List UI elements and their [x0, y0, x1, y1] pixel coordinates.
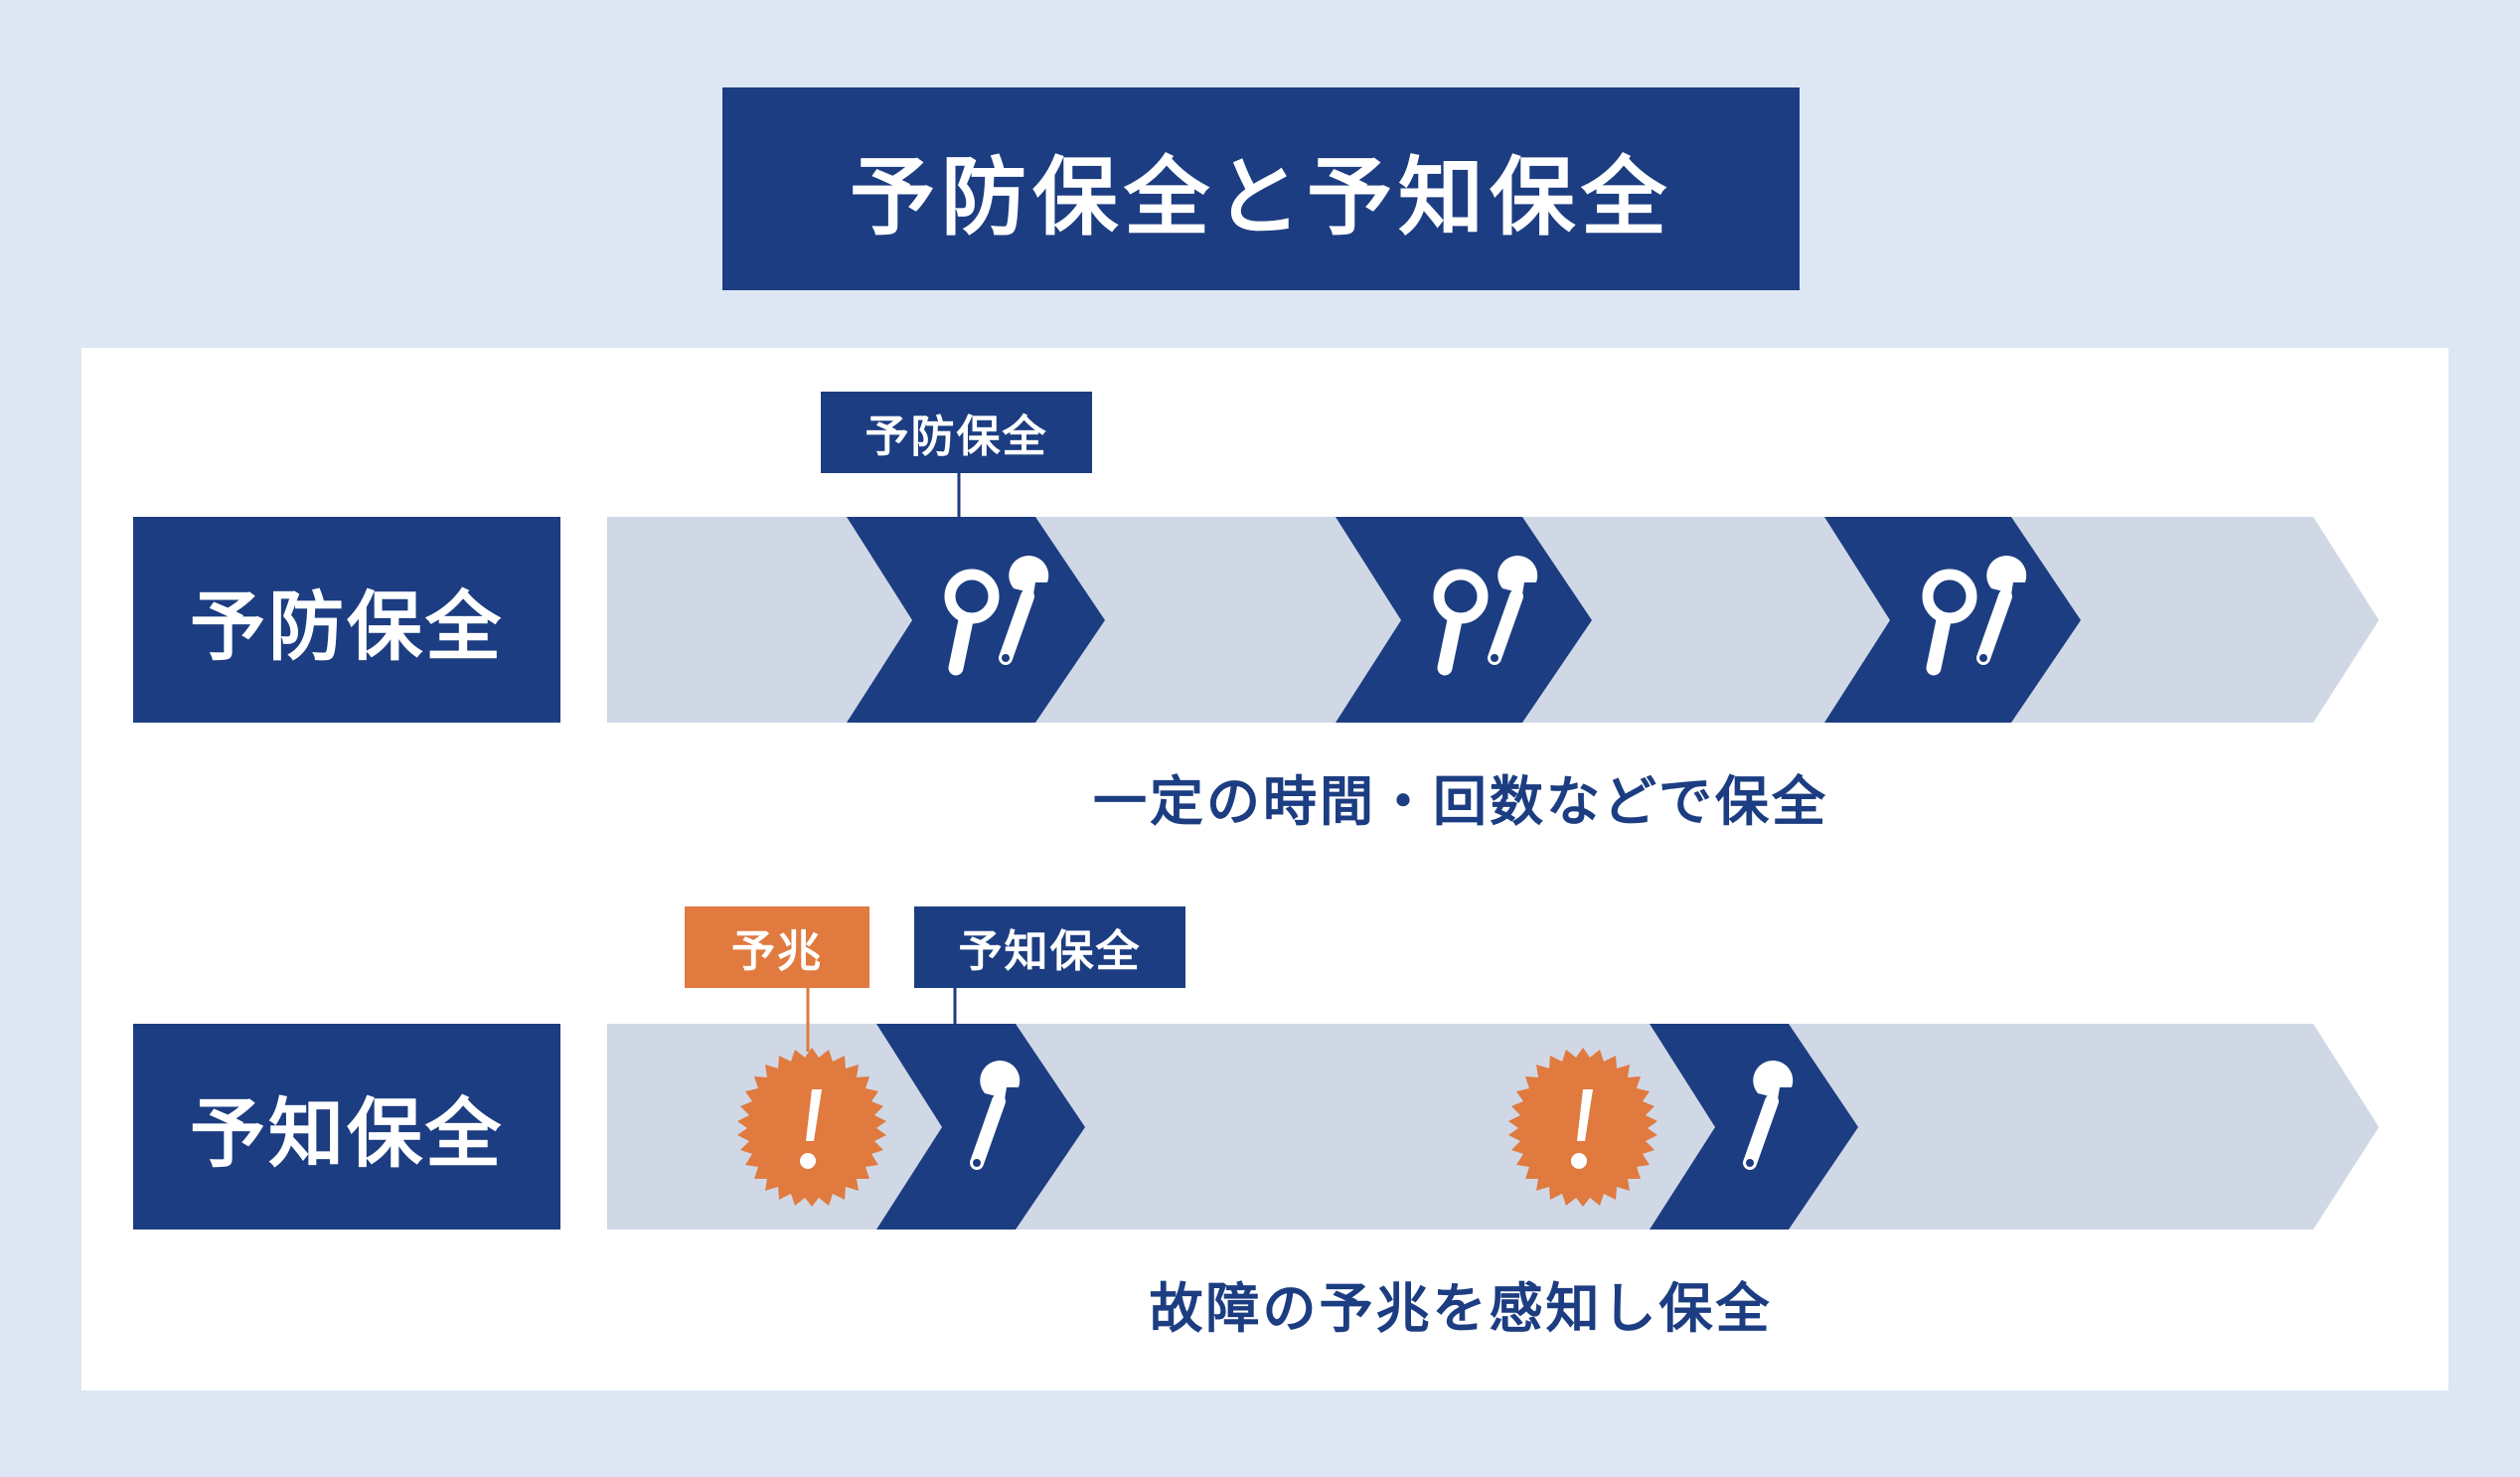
- sign-tag: 予兆: [685, 906, 869, 988]
- page-title: 予防保全と予知保全: [850, 147, 1672, 247]
- predictive-caption: 故障の予兆を感知し保全: [616, 1264, 2305, 1343]
- preventive-row-label: 予防保全: [133, 517, 560, 723]
- preventive-tag: 予防保全: [821, 392, 1092, 473]
- preventive-label-text: 予防保全: [190, 581, 504, 671]
- sign-tag-text: 予兆: [731, 926, 823, 977]
- title-box: 予防保全と予知保全: [722, 87, 1800, 290]
- predictive-label-text: 予知保全: [190, 1088, 504, 1178]
- predictive-caption-text: 故障の予兆を感知し保全: [1149, 1277, 1773, 1340]
- predictive-tag-text: 予知保全: [958, 926, 1142, 977]
- preventive-caption-text: 一定の時間・回数などで保全: [1093, 770, 1828, 833]
- predictive-chevron-2: [1650, 1024, 1858, 1230]
- predictive-tag: 予知保全: [914, 906, 1185, 988]
- predictive-row-label: 予知保全: [133, 1024, 560, 1230]
- preventive-tag-text: 予防保全: [865, 411, 1048, 462]
- preventive-caption: 一定の時間・回数などで保全: [616, 757, 2305, 836]
- predictive-chevron-1: [876, 1024, 1085, 1230]
